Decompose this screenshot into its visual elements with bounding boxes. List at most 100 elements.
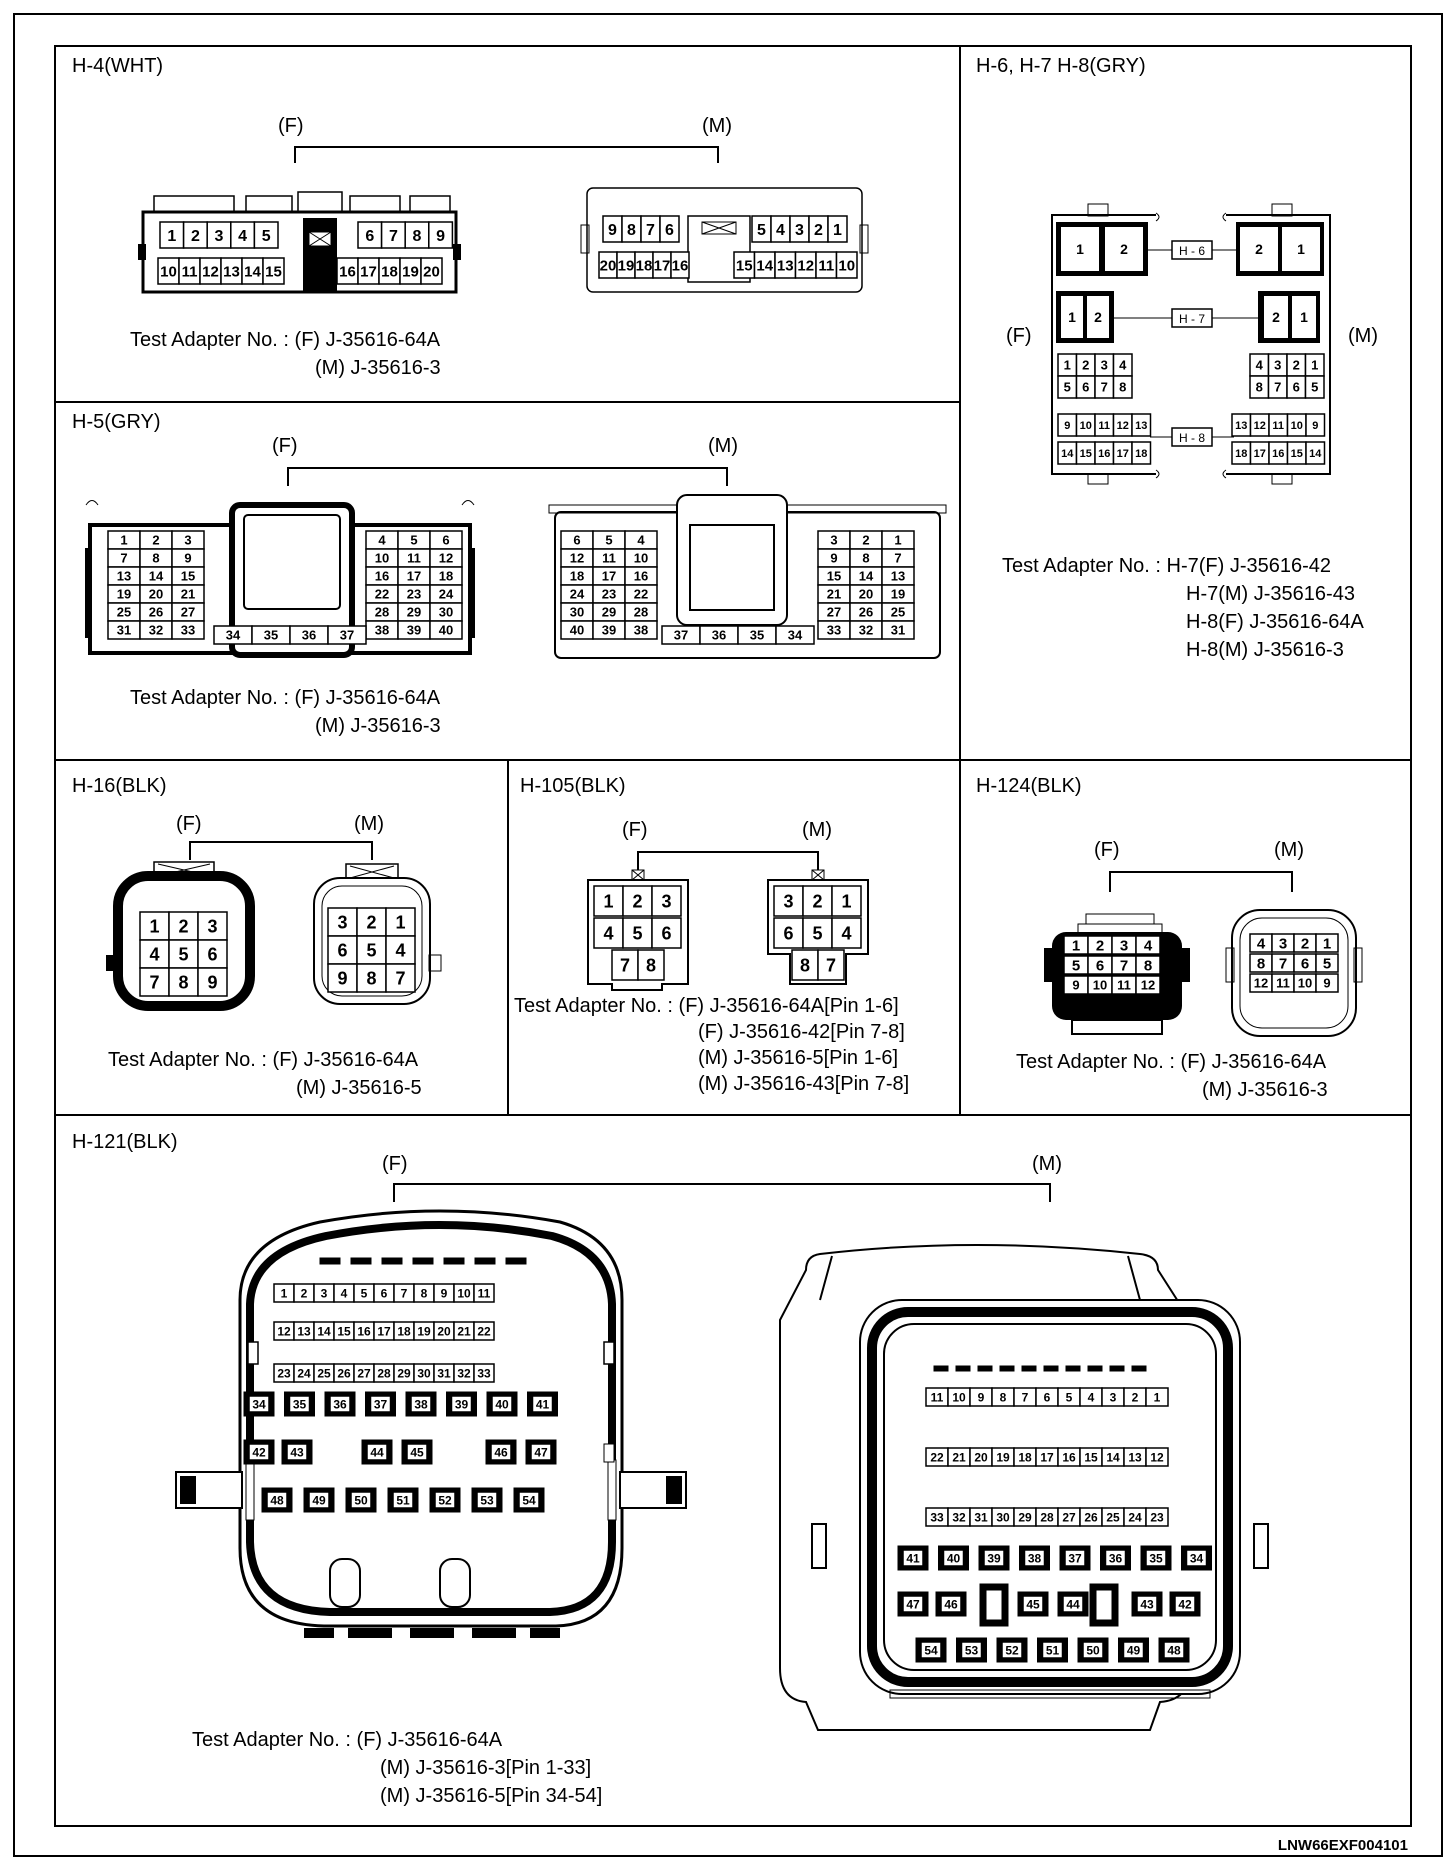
pin-cell [410,1395,432,1413]
pin-number: 43 [1140,1597,1154,1611]
pin-number: 2 [632,891,642,911]
pin-number: 36 [712,628,726,643]
pin-cell [518,1491,540,1509]
h7-tag: H - 7 [1179,312,1205,326]
pin-number: 2 [152,533,159,548]
pin-number: 2 [862,533,869,548]
pin-number: 4 [1119,358,1127,373]
pin-number: 2 [178,916,188,936]
pin-number: 16 [1272,448,1284,460]
pin-number: 8 [421,1286,428,1300]
pin-number: 3 [1110,1390,1117,1404]
pin-number: 32 [952,1510,966,1524]
pin-number: 26 [1084,1510,1098,1524]
pin-number: 45 [410,1445,424,1459]
pin-number: 18 [1135,448,1147,460]
pin-number: 1 [1064,358,1071,373]
pin-cell [139,939,170,969]
h678-adapter-line-3: H-8(F) J-35616-64A [1186,611,1365,633]
pin-cell [831,885,862,917]
pin-number: 1 [1072,937,1080,954]
pin-cell [1112,375,1133,399]
pin-cell [262,257,285,285]
pin-number: 1 [1297,241,1305,257]
pin-number: 51 [396,1493,410,1507]
pin-number: 7 [149,972,159,992]
pin-number: 44 [370,1445,384,1459]
pin-number: 12 [570,551,584,566]
pin-number: 1 [1300,309,1308,325]
pin-number: 26 [337,1366,351,1380]
pin-cell [1041,1641,1064,1659]
pin-number: 15 [265,263,282,280]
pin-number: 3 [1101,358,1108,373]
h121-title: H-121(BLK) [72,1131,178,1153]
pin-number: 13 [1135,420,1147,432]
pin-cell [1022,1595,1044,1613]
h16-adapter-line-1: Test Adapter No. : (F) J-35616-64A [108,1049,419,1071]
pin-number: 10 [952,1390,966,1404]
pin-cell [420,257,443,285]
pin-number: 38 [1028,1551,1042,1565]
pin-number: 12 [1117,420,1129,432]
h5-female-label: (F) [272,435,298,457]
pin-cell [622,885,653,917]
pin-number: 19 [891,587,905,602]
pin-number: 48 [1167,1643,1181,1657]
pin-number: 6 [661,923,671,943]
pin-number: 7 [826,955,836,975]
pin-number: 25 [317,1366,331,1380]
pin-number: 1 [167,228,176,245]
pin-number: 9 [337,968,347,988]
h4-adapter-line-1: Test Adapter No. : (F) J-35616-64A [130,329,441,351]
pin-number: 3 [783,891,793,911]
pin-number: 6 [442,533,449,548]
pin-cell [902,1595,924,1613]
pin-number: 16 [672,257,689,274]
pin-number: 4 [637,533,645,548]
pin-number: 35 [1149,1551,1163,1565]
pin-number: 6 [665,222,674,239]
pin-cell [1315,973,1339,993]
pin-cell [955,1365,971,1372]
pin-number: 49 [312,1493,326,1507]
pin-number: 10 [1298,976,1312,991]
pin-number: 5 [1066,1390,1073,1404]
pin-cell [412,1257,434,1265]
pin-cell [350,1491,372,1509]
pin-cell [308,1491,330,1509]
pin-number: 34 [788,628,803,643]
pin-number: 29 [407,605,421,620]
h105-adapter-line-1: Test Adapter No. : (F) J-35616-64A[Pin 1… [514,995,899,1017]
pin-number: 31 [117,623,131,638]
pin-number: 8 [627,222,636,239]
pin-cell [248,1395,270,1413]
pin-cell [1145,1447,1169,1467]
pin-cell [1185,1549,1208,1567]
pin-number: 3 [1120,937,1128,954]
pin-cell [1304,375,1325,399]
pin-number: 28 [634,605,648,620]
pin-number: 38 [414,1397,428,1411]
pin-number: 14 [149,569,164,584]
pin-cell [473,1363,495,1383]
h124-adapter-line-2: (M) J-35616-3 [1202,1079,1328,1101]
pin-cell [1135,955,1161,975]
pin-cell [651,917,682,949]
pin-number: 2 [1293,358,1300,373]
pin-number: 32 [457,1366,471,1380]
pin-cell [831,917,862,949]
pin-number: 37 [674,628,688,643]
pin-cell [356,963,387,993]
pin-cell [1145,1507,1169,1527]
pin-number: 14 [859,569,874,584]
pin-cell [920,1641,942,1659]
pin-number: 6 [381,1286,388,1300]
pin-number: 24 [297,1366,311,1380]
pin-number: 27 [357,1366,371,1380]
outer-frame [54,45,1412,1827]
pin-number: 10 [457,1286,471,1300]
